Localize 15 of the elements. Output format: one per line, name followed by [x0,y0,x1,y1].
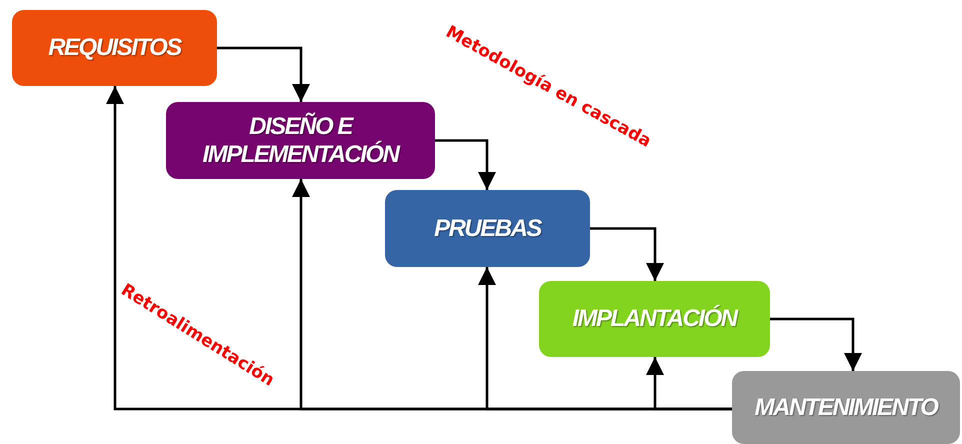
arrow [590,227,664,281]
arrow [646,357,732,410]
step-label: PRUEBAS [434,214,541,242]
arrow [770,318,862,371]
arrow [217,46,310,102]
step-label: DISEÑO E IMPLEMENTACIÓN [202,112,400,168]
arrow [435,139,496,190]
process-box [12,10,217,86]
process-box [166,102,435,179]
process-box [539,281,770,357]
step-label: MANTENIMIENTO [754,394,938,422]
process-box [732,371,960,444]
process-box [385,190,590,267]
step-label: IMPLANTACIÓN [572,305,737,333]
step-label: REQUISITOS [48,34,181,62]
